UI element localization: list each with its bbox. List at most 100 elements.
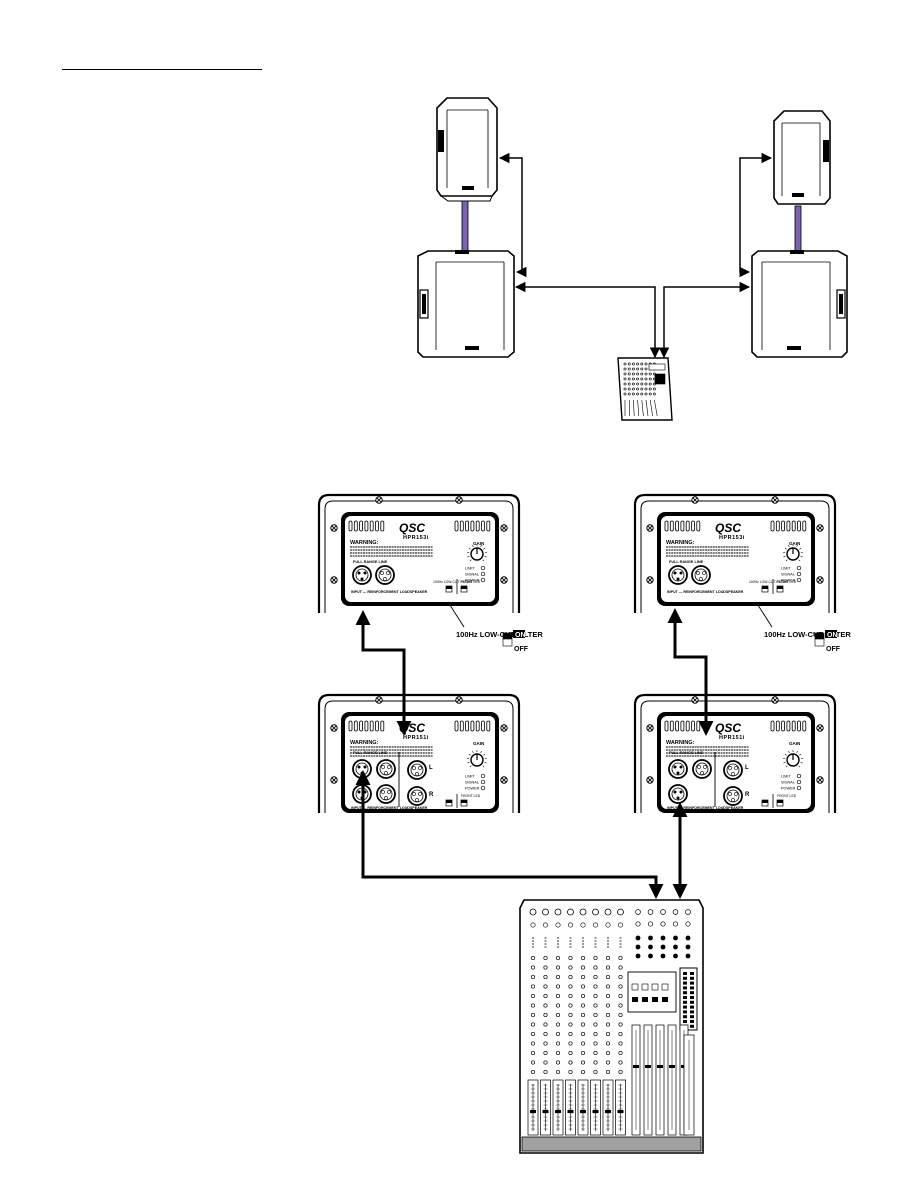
vent-slot <box>697 721 700 731</box>
channel-eq-knob <box>594 975 597 978</box>
led-icon <box>481 566 485 570</box>
channel-eq-knob <box>569 994 572 997</box>
channel-eq-knob <box>569 1013 572 1016</box>
led-label: POWER <box>781 787 796 791</box>
model-label: HPR153i <box>403 535 429 541</box>
fader-cap <box>657 1065 663 1068</box>
channel-eq-knob <box>594 956 597 959</box>
fader-cap <box>593 1110 599 1113</box>
channel-eq-knob <box>581 1061 584 1064</box>
channel-eq-knob <box>531 1013 534 1016</box>
led-label: LIMIT <box>781 775 791 779</box>
channel-eq-knob <box>581 1042 584 1045</box>
channel-eq-knob <box>531 1023 534 1026</box>
channel-eq-knob <box>544 966 547 969</box>
channel-eq-knob <box>594 994 597 997</box>
vent-slot <box>787 721 790 731</box>
warning-title: WARNING: <box>350 740 379 746</box>
channel-eq-knob <box>581 1004 584 1007</box>
vent-slot <box>365 721 368 731</box>
callout-right-off: OFF <box>826 646 841 653</box>
vent-slot <box>349 721 352 731</box>
gain-label: GAIN <box>789 541 800 546</box>
vent-slot <box>349 521 352 531</box>
vent-slot <box>365 521 368 531</box>
master-knob <box>661 910 666 915</box>
input-label: FULL RANGE LINE <box>353 560 388 564</box>
warning-title: WARNING: <box>350 540 379 546</box>
subwoofer-left <box>418 250 514 357</box>
vent-slot <box>466 721 469 731</box>
vent-slot <box>381 721 384 731</box>
channel-eq-knob <box>606 1023 609 1026</box>
channel-eq-knob <box>581 966 584 969</box>
input-label: FULL RANGE LINE <box>669 560 704 564</box>
channel-eq-knob <box>556 1051 559 1054</box>
fader-cap <box>580 1110 586 1113</box>
channel-eq-knob <box>556 1032 559 1035</box>
effect-led <box>642 997 648 1002</box>
speaker-top-right <box>774 111 830 204</box>
vent-slot <box>692 721 695 731</box>
fader-cap <box>568 1110 574 1113</box>
input-label: FULL RANGE LINE <box>669 751 704 755</box>
channel-input-knob <box>530 909 536 915</box>
channel-eq-knob <box>544 1061 547 1064</box>
channel-eq-knob <box>556 1061 559 1064</box>
channel-eq-knob <box>581 1023 584 1026</box>
warning-title: WARNING: <box>666 540 695 546</box>
channel-eq-knob <box>569 1004 572 1007</box>
channel-eq-knob <box>581 1051 584 1054</box>
master-knob <box>673 910 678 915</box>
vent-slot <box>686 521 689 531</box>
model-label: HPR151i <box>719 735 745 741</box>
channel-eq-knob <box>594 1051 597 1054</box>
master-knob <box>648 922 652 926</box>
brand-logo: QSC <box>399 521 425 535</box>
vent-slot <box>466 521 469 531</box>
channel-eq-knob <box>531 1070 534 1073</box>
pole-right <box>795 206 801 254</box>
channel-trim-knob <box>606 923 610 927</box>
vent-slot <box>665 521 668 531</box>
channel-eq-knob <box>556 1023 559 1026</box>
vent-slot <box>354 721 357 731</box>
rear-panel-top-0: QSCHPR151iWARNING:GAINLIMITSIGNALPOWERFU… <box>319 695 519 813</box>
channel-r-label: R <box>429 792 434 798</box>
speaker-top-left <box>437 98 497 201</box>
led-icon <box>797 566 801 570</box>
led-label: SIGNAL <box>781 781 795 785</box>
led-label: LIMIT <box>465 775 475 779</box>
vent-slot <box>676 721 679 731</box>
front-led-label: FRONT LED <box>777 580 797 584</box>
effect-button <box>662 984 668 990</box>
aux-knob <box>686 954 691 959</box>
vent-slot <box>370 521 373 531</box>
channel-eq-knob <box>556 1013 559 1016</box>
vent-slot <box>665 721 668 731</box>
fader-cap <box>605 1110 611 1113</box>
master-knob <box>661 922 665 926</box>
heading-rule <box>62 69 262 70</box>
channel-eq-knob <box>594 1042 597 1045</box>
aux-knob <box>648 936 653 941</box>
channel-l-label: L <box>429 765 433 771</box>
channel-eq-knob <box>619 1013 622 1016</box>
channel-eq-knob <box>569 956 572 959</box>
channel-input-knob <box>555 909 561 915</box>
effect-button <box>632 984 638 990</box>
fader-cap <box>645 1065 651 1068</box>
panel-bottom-label: INPUT — REINFORCEMENT LOUDSPEAKER <box>667 590 744 594</box>
channel-eq-knob <box>531 956 534 959</box>
fader-cap <box>530 1110 536 1113</box>
vent-slot <box>771 721 774 731</box>
channel-eq-knob <box>606 1004 609 1007</box>
vent-slot <box>697 521 700 531</box>
channel-eq-knob <box>556 1070 559 1073</box>
vent-slot <box>476 521 479 531</box>
vent-slot <box>798 521 801 531</box>
channel-eq-knob <box>619 1051 622 1054</box>
aux-knob <box>673 945 678 950</box>
channel-eq-knob <box>544 1032 547 1035</box>
